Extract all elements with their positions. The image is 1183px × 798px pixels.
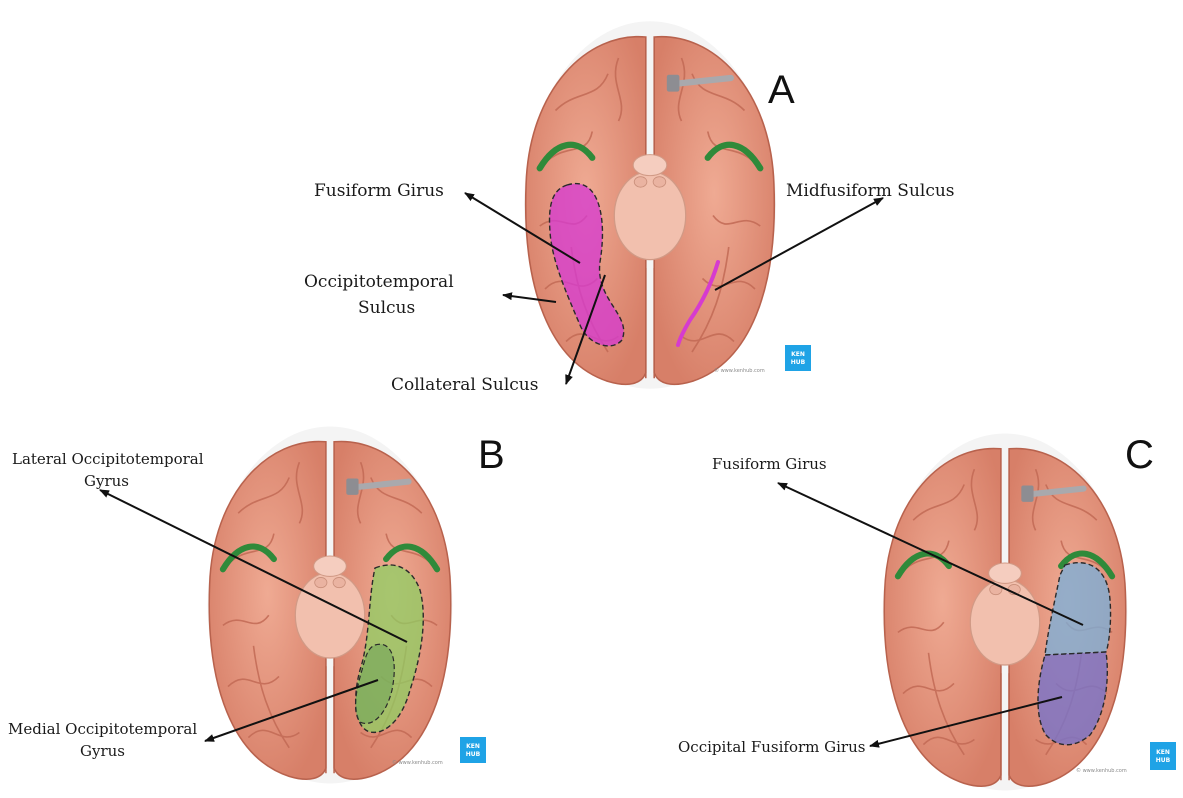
credit-a: © www.kenhub.com [714, 367, 765, 374]
panel-letter-b: B [478, 433, 505, 477]
kenhub-badge-b [460, 737, 486, 763]
badge-text-b1: KEN [466, 743, 480, 750]
label-occipitotemporal-line2: Sulcus [358, 298, 415, 318]
panel-a: A Fusiform Girus Midfusiform Sulcus Occi… [304, 0, 995, 395]
label-lateral-line1: Lateral Occipitotemporal [12, 450, 204, 468]
panel-c: C Fusiform Girus Occipital Fusiform Giru… [678, 433, 1176, 791]
label-collateral-sulcus: Collateral Sulcus [391, 375, 538, 395]
credit-b: © www.kenhub.com [392, 759, 443, 766]
badge-text-a1: KEN [791, 351, 805, 358]
badge-text-c1: KEN [1156, 749, 1170, 756]
credit-c: © www.kenhub.com [1076, 767, 1127, 774]
kenhub-badge-a [785, 345, 811, 371]
badge-text-b2: HUB [466, 751, 481, 758]
badge-text-c2: HUB [1156, 757, 1171, 764]
panel-letter-c: C [1125, 433, 1154, 477]
label-medial-line2: Gyrus [80, 742, 125, 760]
label-occipitotemporal-line1: Occipitotemporal [304, 272, 454, 292]
label-lateral-line2: Gyrus [84, 472, 129, 490]
label-fusiform-girus-c: Fusiform Girus [712, 455, 827, 473]
label-medial-line1: Medial Occipitotemporal [8, 720, 197, 738]
panel-b: B Lateral Occipitotemporal Gyrus Medial … [8, 427, 505, 784]
label-occipital-fusiform: Occipital Fusiform Girus [678, 738, 865, 756]
kenhub-badge-c [1150, 742, 1176, 770]
label-midfusiform-sulcus: Midfusiform Sulcus [786, 181, 955, 201]
label-fusiform-girus-a: Fusiform Girus [314, 181, 444, 201]
badge-text-a2: HUB [791, 359, 806, 366]
panel-letter-a: A [768, 68, 795, 112]
